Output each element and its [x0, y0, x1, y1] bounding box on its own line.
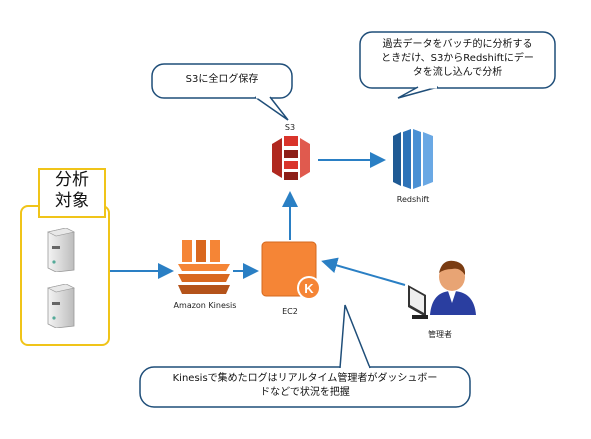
- kinesis-icon: [178, 240, 230, 294]
- server-icon: [47, 284, 75, 328]
- svg-text:K: K: [304, 281, 314, 296]
- source-title: 分析 対象: [38, 168, 106, 218]
- source-title-line2: 対象: [55, 191, 89, 211]
- redshift-icon: [393, 129, 433, 189]
- s3-label: S3: [284, 123, 296, 132]
- s3-icon: [272, 136, 310, 180]
- admin-icon: [408, 260, 476, 319]
- redshift-label: Redshift: [396, 195, 430, 204]
- source-title-line1: 分析: [55, 170, 89, 190]
- ec2-label: EC2: [282, 307, 298, 316]
- redshift-note-line3: タを流し込んで分析: [412, 67, 503, 78]
- redshift-note-bubble: [359, 31, 556, 99]
- ec2-icon: K: [261, 241, 321, 300]
- server-icon: [47, 228, 75, 272]
- redshift-note-line2: ときだけ、S3からRedshiftにデー: [381, 53, 534, 64]
- s3-note-text: S3に全ログ保存: [185, 74, 259, 85]
- arrow-admin-to-ec2: [321, 257, 406, 286]
- admin-label: 管理者: [428, 330, 452, 339]
- bottom-note-line1: Kinesisで集めたログはリアルタイム管理者がダッシュボー: [172, 373, 438, 384]
- bottom-note-bubble: [139, 304, 471, 408]
- redshift-note-line1: 過去データをバッチ的に分析する: [382, 39, 533, 50]
- kinesis-label: Amazon Kinesis: [173, 301, 237, 310]
- bottom-note-line2: ドなどで状況を把握: [260, 387, 350, 398]
- redshift-note-text: 過去データをバッチ的に分析する ときだけ、S3からRedshiftにデー タを流…: [360, 38, 555, 80]
- s3-note-bubble: [151, 63, 293, 121]
- bottom-note-text: Kinesisで集めたログはリアルタイム管理者がダッシュボー ドなどで状況を把握: [140, 372, 470, 400]
